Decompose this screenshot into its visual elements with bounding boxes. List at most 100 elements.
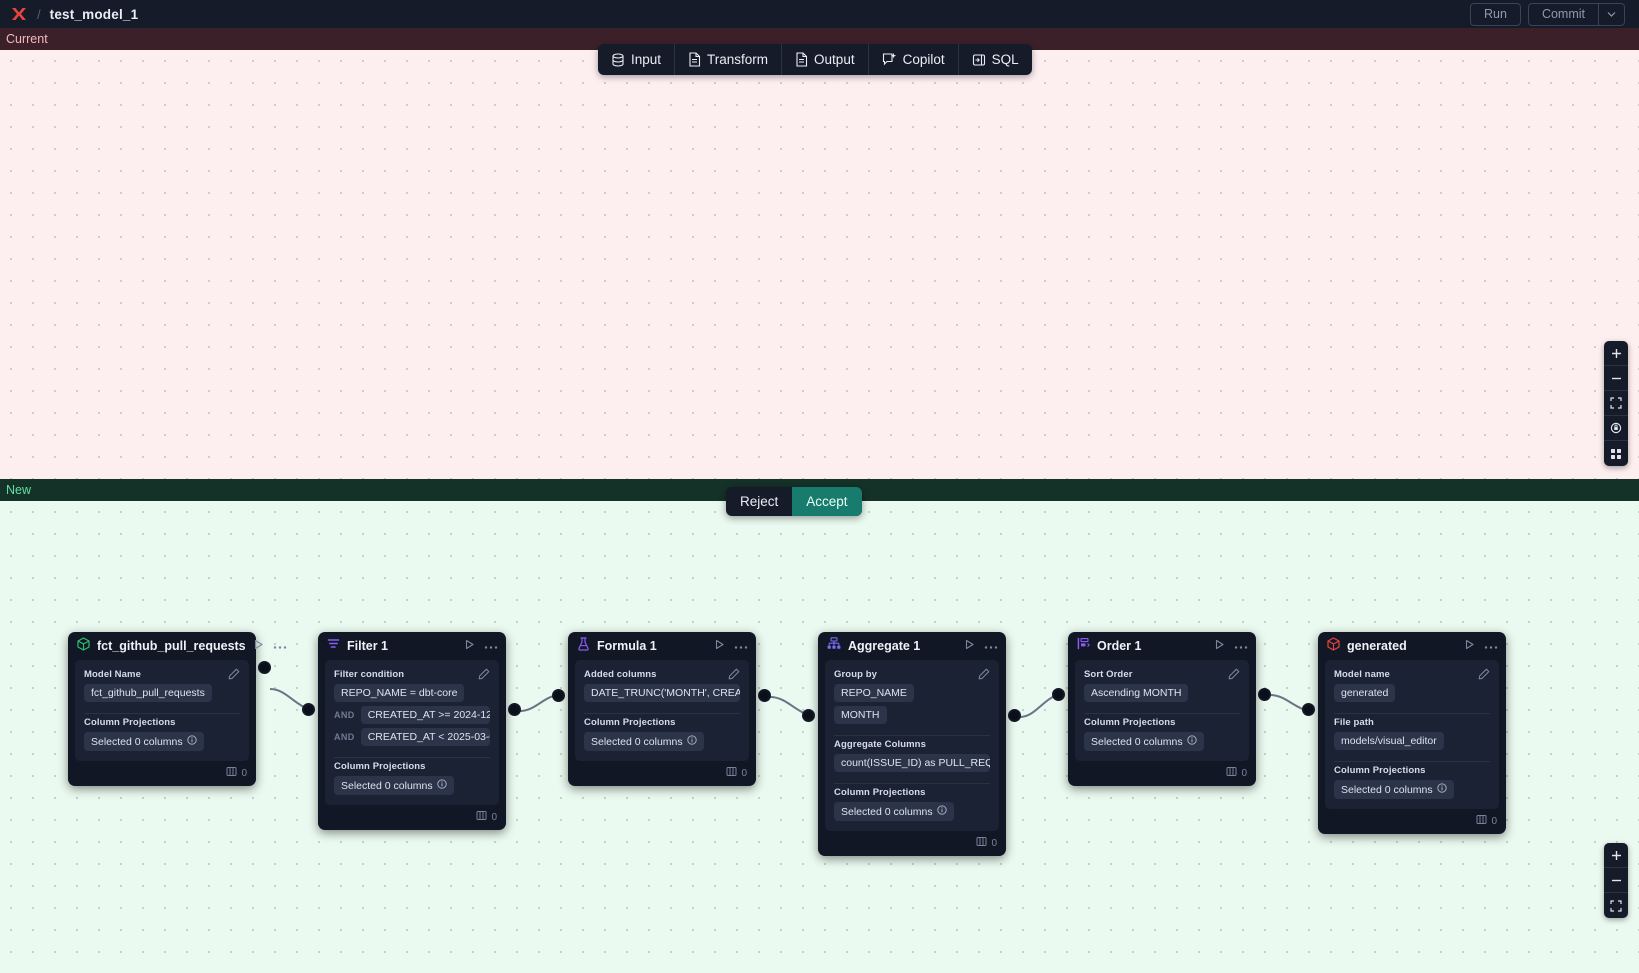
more-icon[interactable]: [1484, 637, 1498, 655]
node-header[interactable]: Order 1: [1068, 632, 1256, 660]
info-icon[interactable]: [436, 779, 447, 792]
node-header-actions: [964, 637, 998, 655]
more-icon[interactable]: [734, 637, 748, 655]
value-chip[interactable]: fct_github_pull_requests: [84, 684, 212, 702]
pencil-icon[interactable]: [728, 668, 740, 680]
minus-icon[interactable]: [1604, 868, 1628, 893]
play-icon[interactable]: [714, 637, 725, 655]
pencil-icon[interactable]: [228, 668, 240, 680]
commit-button[interactable]: Commit: [1541, 6, 1585, 21]
toolbar-item-copilot[interactable]: Copilot: [869, 44, 959, 75]
toolbar-item-transform[interactable]: Transform: [675, 44, 783, 75]
value-chip[interactable]: count(ISSUE_ID) as PULL_REQUEST_…: [834, 754, 990, 772]
node-section-header: Group by: [834, 668, 990, 680]
play-icon[interactable]: [964, 637, 975, 655]
more-icon[interactable]: [484, 637, 498, 655]
plus-icon[interactable]: [1604, 843, 1628, 868]
fit-view-icon[interactable]: [1604, 391, 1628, 416]
pencil-icon[interactable]: [978, 668, 990, 680]
info-icon[interactable]: [1186, 735, 1197, 748]
minus-icon[interactable]: [1604, 366, 1628, 391]
value-chip[interactable]: Ascending MONTH: [1084, 684, 1189, 702]
play-icon[interactable]: [1464, 637, 1475, 655]
toolbar-item-sql[interactable]: SQL: [959, 44, 1032, 75]
node-header[interactable]: Filter 1: [318, 632, 506, 660]
play-icon[interactable]: [464, 637, 475, 655]
node-header[interactable]: fct_github_pull_requests: [68, 632, 286, 660]
value-chip[interactable]: Selected 0 columns: [584, 732, 704, 751]
play-icon[interactable]: [253, 637, 264, 655]
value-chip[interactable]: REPO_NAME: [834, 684, 914, 702]
value-chip[interactable]: Selected 0 columns: [84, 732, 204, 751]
value-chip[interactable]: REPO_NAME = dbt-core: [334, 684, 465, 702]
info-icon[interactable]: [936, 805, 947, 818]
pencil-icon[interactable]: [1478, 668, 1490, 680]
value-chip[interactable]: Selected 0 columns: [1084, 732, 1204, 751]
node-port[interactable]: [552, 689, 565, 702]
node-port[interactable]: [802, 709, 815, 722]
lock-target-icon[interactable]: [1604, 416, 1628, 441]
app-logo-icon[interactable]: [8, 3, 30, 25]
fit-view-icon[interactable]: [1604, 893, 1628, 918]
value-chip[interactable]: CREATED_AT >= 2024-12-01: [360, 706, 490, 724]
node-header-actions: [464, 637, 498, 655]
node-section-header: File path: [1334, 717, 1490, 728]
value-chip[interactable]: models/visual_editor: [1334, 732, 1444, 750]
node-header[interactable]: Formula 1: [568, 632, 756, 660]
node-header-actions: [253, 637, 287, 655]
node-port[interactable]: [1008, 709, 1021, 722]
node-port[interactable]: [508, 703, 521, 716]
plus-icon[interactable]: [1604, 341, 1628, 366]
more-icon[interactable]: [273, 637, 287, 655]
node-port[interactable]: [258, 661, 271, 674]
chevron-down-icon[interactable]: [1598, 3, 1624, 25]
top-bar-actions: Run Commit: [1470, 2, 1631, 26]
node-section-header: Column Projections: [1334, 765, 1490, 776]
info-icon[interactable]: [186, 735, 197, 748]
more-icon[interactable]: [984, 637, 998, 655]
reject-button[interactable]: Reject: [740, 494, 779, 509]
columns-icon: [476, 810, 487, 824]
play-icon[interactable]: [1214, 637, 1225, 655]
pencil-icon[interactable]: [478, 668, 490, 680]
value-chip[interactable]: DATE_TRUNC('MONTH', CREATED_AT…: [584, 684, 740, 702]
value-chip[interactable]: Selected 0 columns: [834, 802, 954, 821]
sparkle-chat-icon: [882, 52, 897, 67]
node-header[interactable]: generated: [1318, 632, 1506, 660]
accept-button[interactable]: Accept: [792, 487, 862, 516]
value-chip[interactable]: Selected 0 columns: [334, 776, 454, 795]
value-chip[interactable]: Selected 0 columns: [1334, 780, 1454, 799]
page-title: test_model_1: [49, 6, 139, 22]
run-button[interactable]: Run: [1470, 2, 1521, 26]
node-port[interactable]: [1302, 703, 1315, 716]
toolbar-item-output[interactable]: Output: [782, 44, 869, 75]
info-icon[interactable]: [686, 735, 697, 748]
chip-label: MONTH: [841, 709, 880, 721]
node-port[interactable]: [758, 689, 771, 702]
node-port[interactable]: [1258, 688, 1271, 701]
current-canvas-pane[interactable]: Current: [0, 28, 1639, 479]
value-chip[interactable]: generated: [1334, 684, 1396, 702]
node-port[interactable]: [1052, 688, 1065, 701]
chip-label: Selected 0 columns: [591, 735, 683, 748]
current-pane-label-text: Current: [6, 32, 48, 46]
value-chip[interactable]: CREATED_AT < 2025-03-01: [360, 728, 490, 746]
node-header[interactable]: Aggregate 1: [818, 632, 1006, 660]
grid-icon[interactable]: [1604, 441, 1628, 466]
more-icon[interactable]: [1234, 637, 1248, 655]
toolbar-item-input[interactable]: Input: [598, 44, 676, 75]
node-section-header: Model Name: [84, 668, 240, 680]
value-chip[interactable]: MONTH: [834, 706, 887, 724]
top-bar: / test_model_1 Run Commit: [0, 0, 1639, 28]
pencil-icon[interactable]: [1228, 668, 1240, 680]
node-port[interactable]: [302, 703, 315, 716]
info-icon[interactable]: [1436, 783, 1447, 796]
